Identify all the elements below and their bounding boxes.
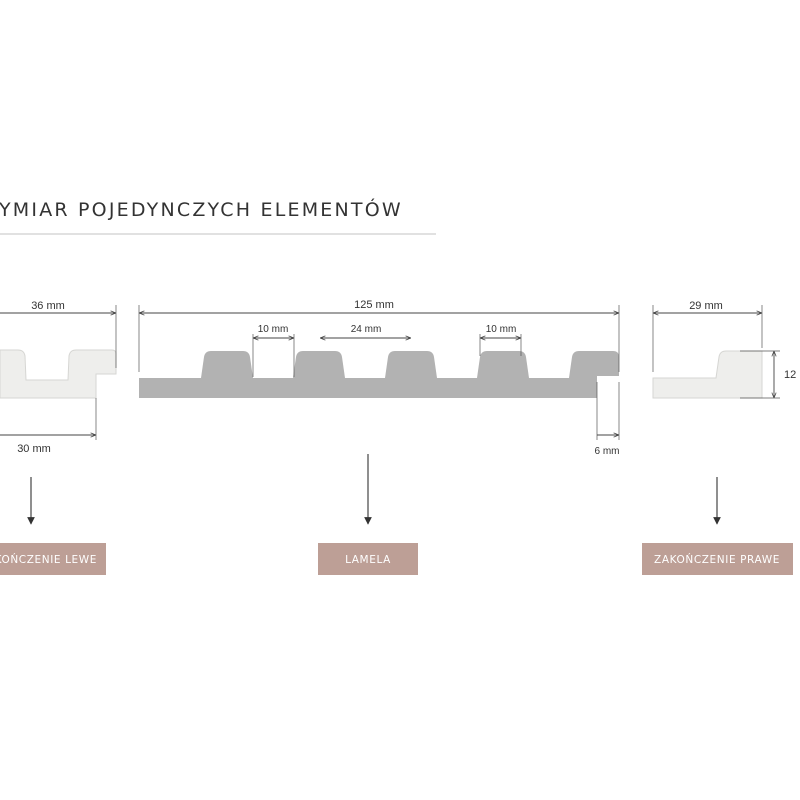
left-end-bottom-width: 30 mm — [17, 443, 51, 455]
gap-right-width: 10 mm — [486, 324, 517, 335]
right-end-label: ZAKOŃCZENIE PRAWE — [654, 553, 780, 566]
left-end-profile — [0, 349, 117, 399]
right-end-label-box: ZAKOŃCZENIE PRAWE — [642, 543, 793, 575]
lamela-label-box: LAMELA — [318, 543, 418, 575]
rib-spacing-width: 24 mm — [351, 324, 382, 335]
lamela-label: LAMELA — [345, 554, 391, 566]
lamela-profile — [139, 351, 619, 398]
left-end-label: ZAKOŃCZENIE LEWE — [0, 553, 97, 566]
left-end-label-box: ZAKOŃCZENIE LEWE — [0, 543, 106, 575]
left-end-top-width: 36 mm — [31, 300, 65, 312]
right-end-profile — [652, 350, 763, 399]
right-end-width: 29 mm — [689, 300, 723, 312]
page-title: WYMIAR POJEDYNCZYCH ELEMENTÓW — [0, 197, 403, 221]
right-end-height: 12 mm — [784, 369, 800, 381]
offset-width: 6 mm — [595, 446, 620, 457]
gap-left-width: 10 mm — [258, 324, 289, 335]
lamela-width: 125 mm — [354, 299, 394, 311]
